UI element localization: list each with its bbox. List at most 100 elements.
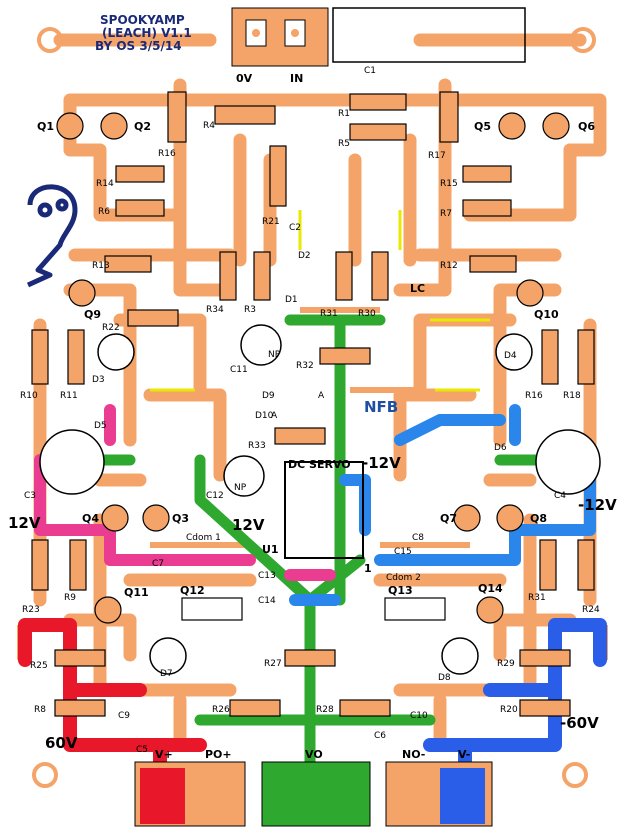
resistor-label-17: R32 bbox=[296, 361, 314, 371]
a-label-2: A bbox=[271, 411, 278, 421]
transistor-label-3: Q6 bbox=[578, 120, 595, 133]
resistor-label-19: R10 bbox=[20, 391, 38, 401]
transistor-label-13: Q14 bbox=[478, 582, 503, 595]
diode-label-6: D4 bbox=[504, 351, 517, 361]
transistor-label-2: Q5 bbox=[474, 120, 491, 133]
diode-label-3: D10 bbox=[255, 411, 274, 421]
bottom-connector-label-3: NO- bbox=[402, 748, 425, 761]
dc-servo-ic bbox=[284, 461, 364, 559]
c1-outline bbox=[332, 7, 526, 63]
pos12-left-label: 12V bbox=[8, 514, 41, 532]
transistor-label-5: Q10 bbox=[534, 308, 559, 321]
resistor-label-25: R31 bbox=[528, 593, 546, 603]
resistor-label-16: R22 bbox=[102, 323, 120, 333]
diode-label-1: D1 bbox=[285, 295, 298, 305]
connector-bottom bbox=[134, 761, 493, 827]
transistor-label-12: Q13 bbox=[388, 584, 413, 597]
diode-label-9: D8 bbox=[438, 673, 451, 683]
resistor-label-5: R14 bbox=[96, 179, 114, 189]
diode-label-5: D5 bbox=[94, 421, 107, 431]
jumper-wires bbox=[150, 210, 490, 392]
capacitor-label-3: C12 bbox=[206, 491, 224, 501]
mounting-holes bbox=[32, 27, 596, 788]
resistor-label-30: R8 bbox=[34, 705, 46, 715]
transistor-label-6: Q4 bbox=[82, 512, 99, 525]
capacitor-label-7: C15 bbox=[394, 547, 412, 557]
capacitor-label-5: C4 bbox=[554, 491, 566, 501]
dc-servo-label: DC SERVO bbox=[288, 458, 351, 471]
ghost-logo-icon bbox=[26, 184, 78, 288]
transistor-label-8: Q7 bbox=[440, 512, 457, 525]
resistor-label-23: R23 bbox=[22, 605, 40, 615]
resistor-label-31: R26 bbox=[212, 705, 230, 715]
resistor-label-3: R16 bbox=[158, 149, 176, 159]
bottom-connector-label-4: V- bbox=[458, 748, 470, 761]
resistor-label-10: R13 bbox=[92, 261, 110, 271]
resistor-label-4: R17 bbox=[428, 151, 446, 161]
bottom-connector-label-2: VO bbox=[305, 748, 323, 761]
diode-label-4: D3 bbox=[92, 375, 105, 385]
led-diodes bbox=[97, 333, 533, 675]
resistor-label-22: R18 bbox=[563, 391, 581, 401]
a-label-1: A bbox=[318, 391, 325, 401]
resistor-label-20: R11 bbox=[60, 391, 78, 401]
capacitor-label-14: C14 bbox=[258, 596, 276, 606]
neg60-label: -60V bbox=[560, 714, 599, 732]
large-capacitors bbox=[39, 324, 601, 497]
resistor-label-14: R31 bbox=[320, 309, 338, 319]
transistor-label-10: Q11 bbox=[124, 586, 149, 599]
capacitor-label-9: C9 bbox=[118, 711, 130, 721]
capacitor-label-16: Cdom 2 bbox=[386, 573, 421, 583]
resistor-label-9: R21 bbox=[262, 217, 280, 227]
resistor-label-12: R34 bbox=[206, 305, 224, 315]
diode-label-7: D6 bbox=[494, 443, 507, 453]
transistor-bodies bbox=[56, 112, 570, 624]
resistor-label-15: R30 bbox=[358, 309, 376, 319]
lc-label: LC bbox=[410, 282, 425, 295]
title-line-2: (LEACH) V1.1 bbox=[102, 26, 192, 40]
neg60-rail bbox=[423, 618, 607, 797]
resistor-label-29: R29 bbox=[497, 659, 515, 669]
capacitor-label-4: C3 bbox=[24, 491, 36, 501]
resistor-label-33: R20 bbox=[500, 705, 518, 715]
pin1-label: 1 bbox=[364, 562, 372, 575]
capacitor-label-15: Cdom 1 bbox=[186, 533, 221, 543]
title-line-1: SPOOKYAMP bbox=[100, 13, 185, 27]
resistor-label-13: R3 bbox=[244, 305, 256, 315]
connector-top-ground bbox=[231, 7, 329, 67]
resistor-label-18: R33 bbox=[248, 441, 266, 451]
resistor-label-32: R28 bbox=[316, 705, 334, 715]
resistor-label-21: R16 bbox=[525, 391, 543, 401]
resistor-label-0: R4 bbox=[203, 121, 215, 131]
resistor-label-11: R12 bbox=[440, 261, 458, 271]
neg12-mid-label: -12V bbox=[362, 454, 401, 472]
pos12-mid-label: 12V bbox=[232, 516, 265, 534]
transistor-label-4: Q9 bbox=[84, 308, 101, 321]
capacitor-label-13: C13 bbox=[258, 571, 276, 581]
transistor-label-1: Q2 bbox=[134, 120, 151, 133]
resistor-label-7: R15 bbox=[440, 179, 458, 189]
diode-label-0: D2 bbox=[298, 251, 311, 261]
neg12-right-label: -12V bbox=[578, 496, 617, 514]
capacitor-label-2: C11 bbox=[230, 365, 248, 375]
top-input-label: IN bbox=[290, 72, 303, 85]
resistor-label-26: R24 bbox=[582, 605, 600, 615]
transistor-label-9: Q8 bbox=[530, 512, 547, 525]
capacitor-label-8: C8 bbox=[412, 533, 424, 543]
transistor-label-7: Q3 bbox=[172, 512, 189, 525]
bottom-connector-label-0: V+ bbox=[155, 748, 173, 761]
capacitor-label-10: C10 bbox=[410, 711, 428, 721]
pos60-label: 60V bbox=[45, 734, 78, 752]
capacitor-label-1: C2 bbox=[289, 223, 301, 233]
transistor-label-0: Q1 bbox=[37, 120, 54, 133]
bottom-connector-label-1: PO+ bbox=[205, 748, 232, 761]
resistor-label-24: R9 bbox=[64, 593, 76, 603]
transistor-label-11: Q12 bbox=[180, 584, 205, 597]
capacitor-label-12: C6 bbox=[374, 731, 386, 741]
u1-label: U1 bbox=[262, 543, 279, 556]
diode-label-2: D9 bbox=[262, 391, 275, 401]
resistor-label-28: R27 bbox=[264, 659, 282, 669]
capacitor-label-6: C7 bbox=[152, 559, 164, 569]
